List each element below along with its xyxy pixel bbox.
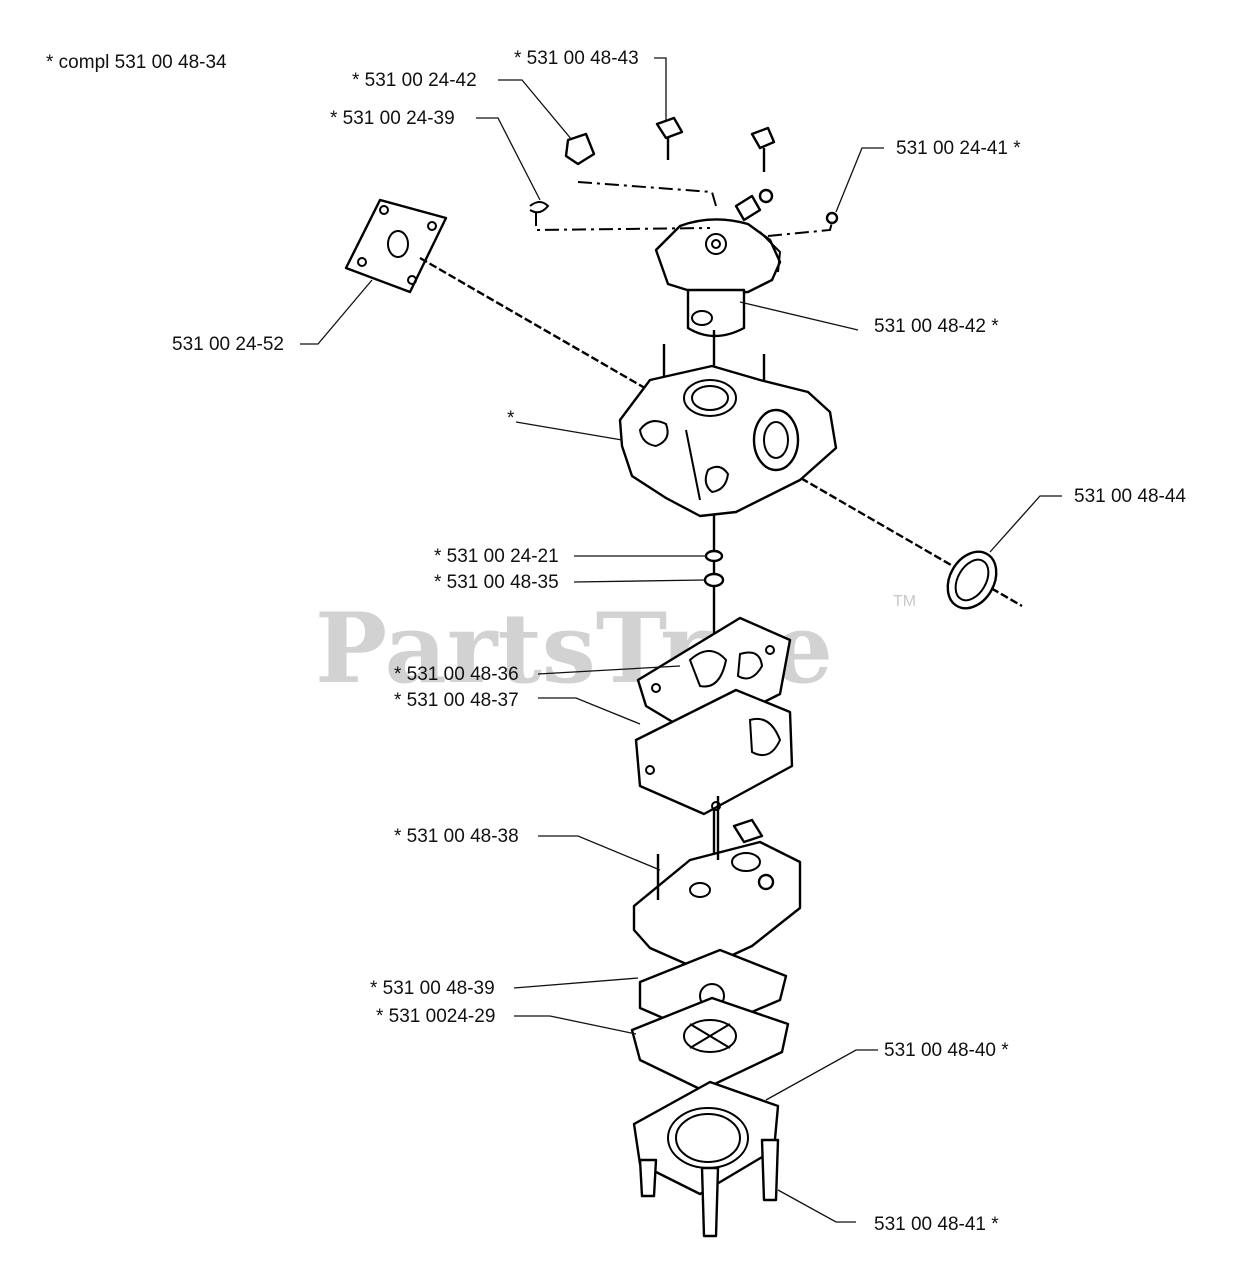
- label-531-00-48-42: 531 00 48-42 *: [874, 316, 999, 337]
- label-531-00-24-52: 531 00 24-52: [172, 334, 284, 355]
- fitting-531-00-24-42-part: [564, 132, 596, 166]
- label-531-0024-29: * 531 0024-29: [376, 1006, 495, 1027]
- label-531-00-48-40: 531 00 48-40 *: [884, 1040, 1009, 1061]
- clip-531-00-24-41-part: [825, 211, 839, 225]
- label-531-00-48-35: * 531 00 48-35: [434, 572, 559, 593]
- screw-531-00-48-43-part: [655, 116, 684, 160]
- label-carburetor-body: *: [507, 408, 515, 429]
- diaphragm-531-00-48-37-part: [634, 688, 794, 816]
- washer-531-00-48-35-part: [703, 572, 725, 588]
- assembly-line: [767, 221, 833, 237]
- washer-531-00-24-21-part: [704, 549, 724, 563]
- label-531-00-48-43: * 531 00 48-43: [514, 48, 639, 69]
- adjust-screw-part: [750, 126, 776, 204]
- label-531-00-24-21: * 531 00 24-21: [434, 546, 559, 567]
- label-531-00-48-36: * 531 00 48-36: [394, 664, 519, 685]
- label-531-00-48-38: * 531 00 48-38: [394, 826, 519, 847]
- trademark-mark: TM: [893, 593, 916, 610]
- label-531-00-24-42: * 531 00 24-42: [352, 70, 477, 91]
- pump-cover-plate-part: [344, 198, 448, 294]
- label-531-00-48-44: 531 00 48-44: [1074, 486, 1186, 507]
- pump-body-531-00-48-38-part: [632, 796, 802, 972]
- label-531-00-48-41: 531 00 48-41 *: [874, 1214, 999, 1235]
- label-531-00-24-41: 531 00 24-41 *: [896, 138, 1021, 159]
- leader-lines: [300, 57, 1062, 1223]
- screws-531-00-48-41-part: [638, 1138, 780, 1238]
- label-compl-531-00-48-34: * compl 531 00 48-34: [46, 52, 227, 73]
- assembly-line: [535, 212, 711, 232]
- throttle-housing-part: [654, 194, 782, 338]
- clip-531-00-24-39-part: [529, 201, 550, 214]
- label-531-00-48-37: * 531 00 48-37: [394, 690, 519, 711]
- diaphragm-531-0024-29-part: [630, 996, 790, 1092]
- carburetor-body-part: [618, 364, 838, 518]
- assembly-line: [577, 181, 717, 207]
- label-531-00-24-39: * 531 00 24-39: [330, 108, 455, 129]
- o-ring-531-00-48-44-part: [946, 550, 998, 610]
- label-531-00-48-39: * 531 00 48-39: [370, 978, 495, 999]
